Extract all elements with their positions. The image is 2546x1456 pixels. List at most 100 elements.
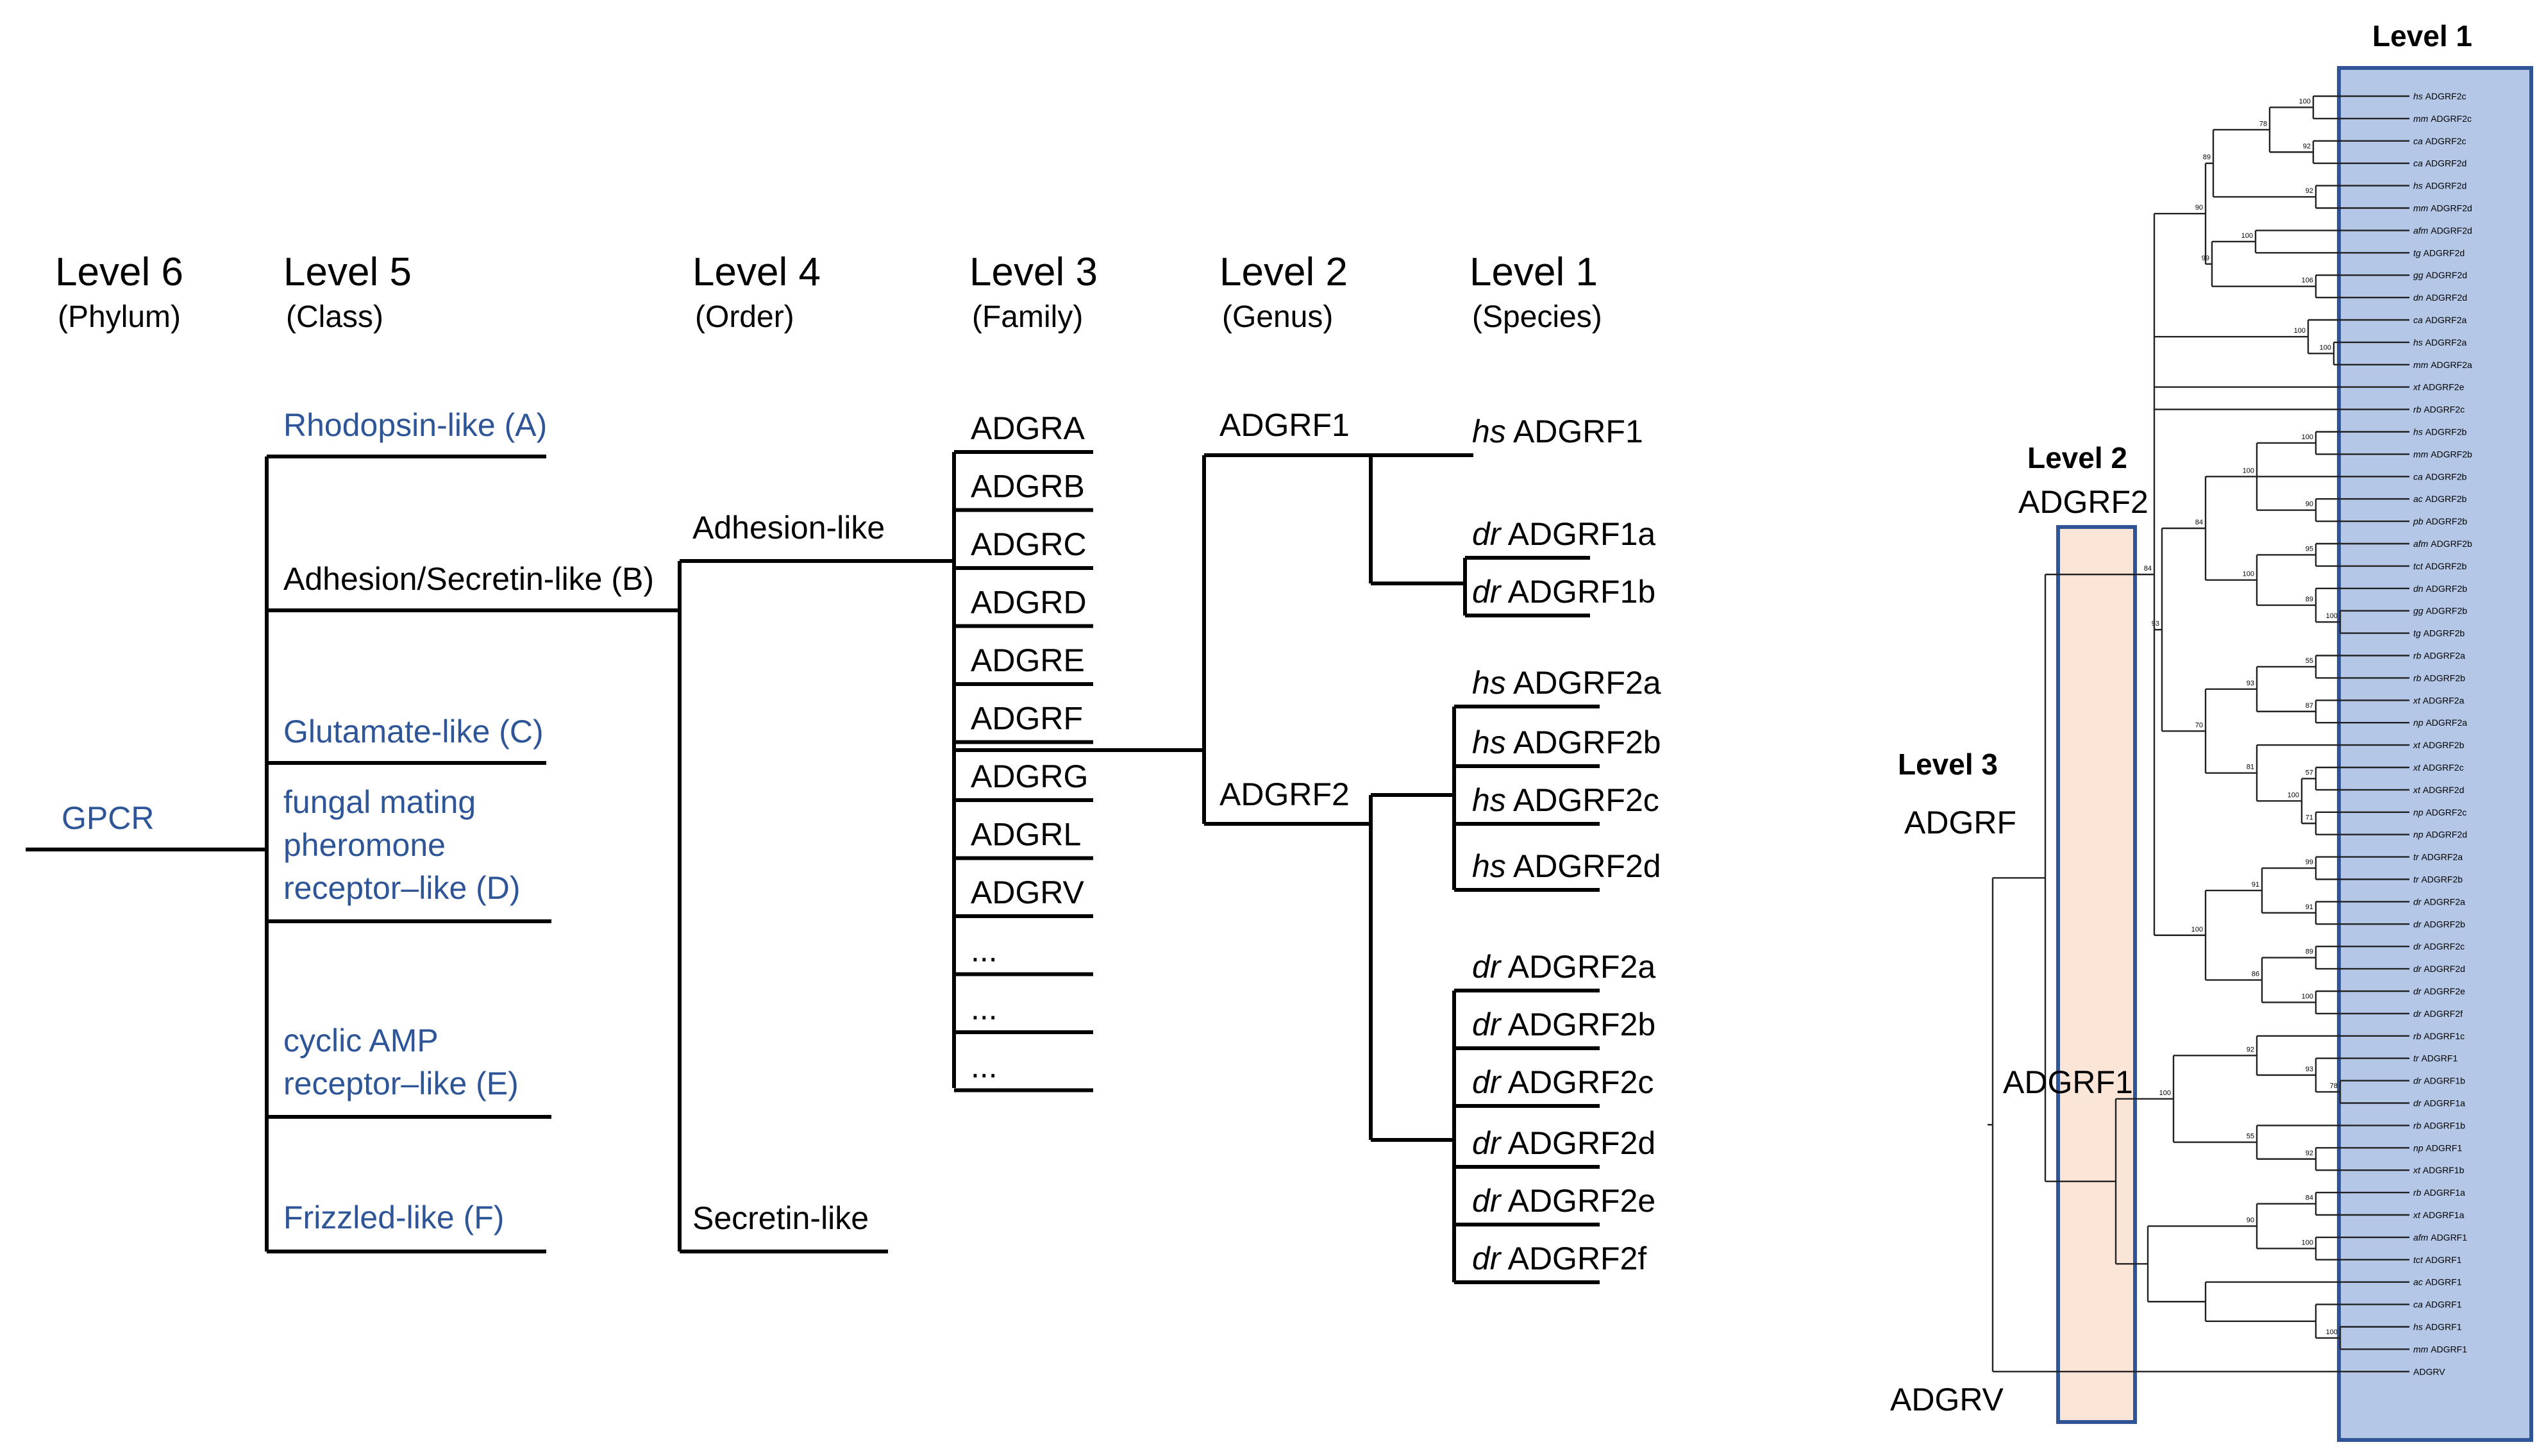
tree-leaf-label: np ADGRF2a [2413,717,2467,728]
family-label: ADGRG [971,758,1088,794]
bootstrap-value: 89 [2203,154,2211,162]
bootstrap-value: 100 [2299,97,2311,105]
tree-leaf-label: ca ADGRF1 [2413,1300,2462,1310]
bootstrap-value: 95 [2306,545,2313,553]
bootstrap-value: 93 [2306,1066,2313,1073]
tree-leaf-label: ac ADGRF2b [2413,494,2466,504]
family-label: ADGRC [971,526,1087,562]
tree-leaf-label: np ADGRF1 [2413,1142,2462,1153]
bootstrap-value: 55 [2247,1133,2254,1141]
bootstrap-value: 90 [2306,501,2313,508]
tree-leaf-label: dr ADGRF2f [2413,1008,2463,1019]
order-label-adhesion: Adhesion-like [692,510,885,546]
tree-leaf-label: hs ADGRF2b [2413,427,2466,437]
bootstrap-value: 84 [2195,519,2203,526]
bootstrap-value: 100 [2159,1089,2171,1097]
tree-leaf-label: hs ADGRF1 [2413,1322,2462,1332]
bootstrap-value: 90 [2195,204,2203,212]
tree-leaf-label: mm ADGRF2a [2413,360,2472,370]
bootstrap-value: 100 [2288,791,2299,799]
bootstrap-value: 106 [2302,277,2313,285]
tree-leaf-label: ac ADGRF1 [2413,1277,2462,1287]
bootstrap-value: 57 [2306,769,2313,776]
level-2-highlight-box [2056,525,2137,1424]
tree-leaf-label: mm ADGRF2b [2413,449,2472,459]
tree-leaf-label: rb ADGRF2b [2413,673,2465,683]
genus-label-adgrf1: ADGRF1 [1219,407,1350,443]
tree-leaf-label: mm ADGRF1 [2413,1344,2467,1354]
bootstrap-value: 89 [2306,596,2313,603]
tree-leaf-label: ca ADGRF2d [2413,158,2466,169]
species-label: hs ADGRF2a [1472,665,1661,701]
tree-leaf-label: tg ADGRF2d [2413,247,2465,258]
family-label: ADGRL [971,817,1081,853]
hierarchy-labels: GPCR Rhodopsin-like (A) Adhesion/Secreti… [62,407,1661,1276]
right-level-3-title: Level 3 [1898,748,1998,781]
tree-leaf-label: gg ADGRF2d [2413,270,2467,280]
bootstrap-value: 92 [2306,187,2313,195]
tree-leaf-label: xt ADGRF2d [2413,785,2464,795]
family-label: ADGRA [971,410,1085,446]
tree-leaf-label: hs ADGRF2d [2413,181,2466,191]
tree-leaf-label: dr ADGRF2d [2413,964,2465,974]
class-label-f: Frizzled-like (F) [283,1200,504,1235]
bootstrap-value: 84 [2144,565,2152,573]
level-headers: Level 6 (Phylum) Level 5 (Class) Level 4… [55,250,1602,334]
tree-leaf-label: dr ADGRF2a [2413,896,2465,907]
tree-leaf-label: rb ADGRF1b [2413,1120,2465,1130]
tree-leaf-label: xt ADGRF2a [2413,695,2465,705]
bootstrap-value: 100 [2294,327,2306,335]
tree-leaf-label: rb ADGRF2c [2413,405,2465,415]
species-label: dr ADGRF2e [1472,1183,1655,1219]
species-label: hs ADGRF2d [1472,848,1661,884]
class-label-d-line1: fungal mating [283,784,476,820]
bootstrap-value: 86 [2252,971,2259,978]
bootstrap-value: 92 [2247,1046,2254,1053]
family-label: ... [971,1049,998,1085]
family-label: ADGRF [971,701,1083,737]
family-label: ADGRV [971,874,1085,910]
family-label: ADGRB [971,469,1085,505]
tree-leaf-label: dr ADGRF2c [2413,941,2465,951]
bootstrap-value: 100 [2243,467,2254,474]
bootstrap-value: 93 [2152,620,2159,628]
bootstrap-value: 71 [2306,814,2313,821]
species-label: hs ADGRF1 [1472,414,1643,449]
tree-leaf-label: hs ADGRF2c [2413,91,2466,101]
tree-leaf-label: rb ADGRF2a [2413,651,2465,661]
tree-leaf-label: rb ADGRF1a [2413,1187,2465,1198]
tree-leaf-label: rb ADGRF1c [2413,1031,2465,1041]
tree-leaf-label: dn ADGRF2b [2413,583,2467,594]
tree-leaf-label: ca ADGRF2c [2413,136,2466,146]
tree-leaf-label: ca ADGRF2a [2413,315,2466,325]
tree-leaf-label: tct ADGRF1 [2413,1255,2462,1265]
right-level-2-title: Level 2 [2027,441,2127,474]
bootstrap-value: 87 [2306,702,2313,710]
class-label-d-line2: pheromone [283,827,446,863]
family-label: ADGRD [971,585,1087,621]
tree-leaf-label: np ADGRF2c [2413,807,2466,817]
right-level-1-title: Level 1 [2372,19,2472,53]
class-label-e-line1: cyclic AMP [283,1023,439,1059]
tree-leaf-label: tg ADGRF2b [2413,628,2465,639]
right-adgrf2-label: ADGRF2 [2018,484,2148,520]
phylum-label: GPCR [62,800,154,836]
bootstrap-value: 91 [2306,903,2313,911]
tree-leaf-label: dr ADGRF1b [2413,1076,2465,1086]
bootstrap-value: 70 [2195,721,2203,729]
level-5-subtitle: (Class) [286,300,383,334]
tree-leaf-label: tr ADGRF2b [2413,874,2463,885]
level-1-subtitle: (Species) [1472,300,1602,334]
tree-leaf-label: dr ADGRF1a [2413,1098,2465,1109]
family-label: ADGRE [971,642,1085,678]
level-6-subtitle: (Phylum) [58,300,181,334]
family-label: ... [971,991,998,1026]
bootstrap-value: 100 [2302,1239,2313,1246]
bootstrap-value: 55 [2306,657,2313,665]
bootstrap-value: 99 [2306,858,2313,866]
level-1-highlight-box [2337,66,2533,1442]
bootstrap-value: 100 [2241,232,2253,240]
